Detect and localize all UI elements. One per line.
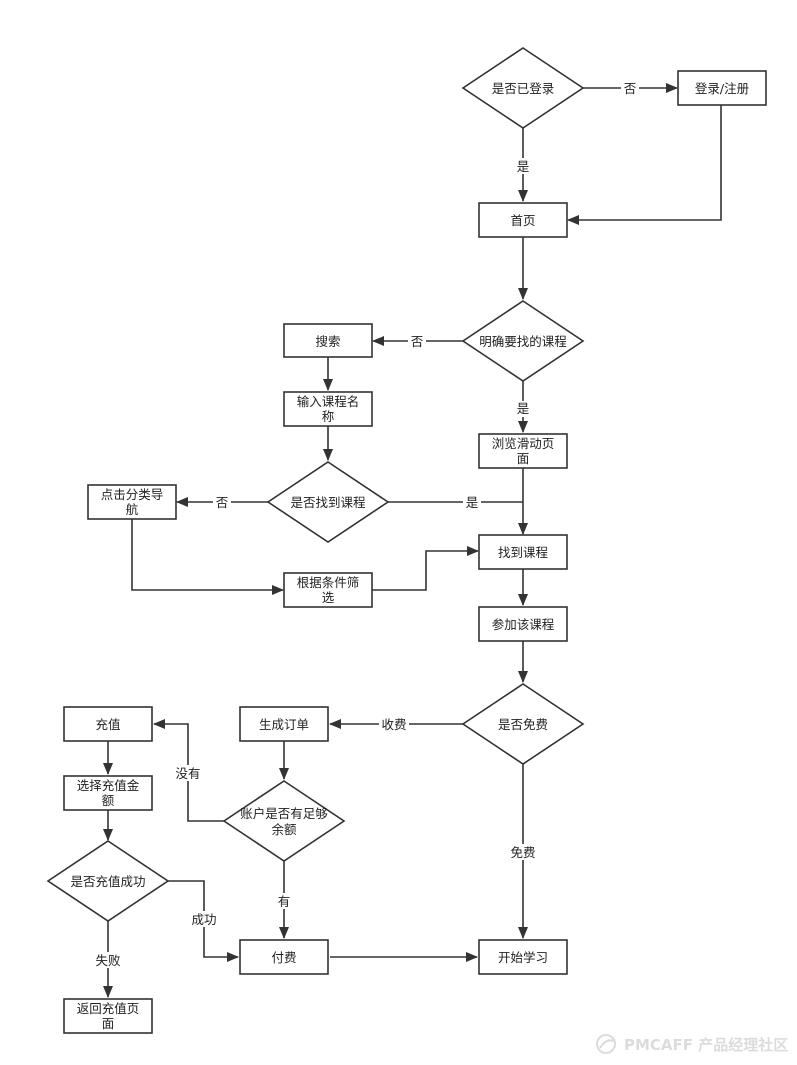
decision-course-known: 明确要找的课程 — [461, 300, 585, 382]
decision-found-label: 是否找到课程 — [290, 495, 366, 510]
edge-label-has-balance: 有 — [278, 894, 291, 909]
decision-free-label: 是否免费 — [498, 717, 548, 732]
process-filter-line2: 选 — [322, 590, 335, 605]
process-browse: 浏览滑动页 面 — [478, 433, 568, 469]
process-create-order-label: 生成订单 — [259, 717, 309, 732]
process-create-order: 生成订单 — [239, 706, 329, 742]
edge-label-yes-home: 是 — [517, 159, 530, 174]
process-back-recharge-line2: 面 — [102, 1016, 115, 1031]
process-pay: 付费 — [239, 939, 329, 975]
decision-balance: 账户是否有足够 余额 — [222, 780, 346, 862]
edge-labels: 否 是 否 是 否 是 收费 免费 没有 有 成功 失败 — [93, 80, 639, 968]
process-search-label: 搜索 — [315, 334, 340, 349]
process-filter: 根据条件筛 选 — [283, 572, 373, 608]
decision-recharge-ok-label: 是否充值成功 — [70, 874, 145, 889]
edge-category-to-filter — [131, 519, 284, 595]
edge-label-free: 免费 — [510, 845, 535, 860]
edge-label-no-balance: 没有 — [175, 766, 200, 781]
watermark-text: PMCAFF 产品经理社区 — [624, 1036, 788, 1054]
edge-filter-to-found-course — [372, 546, 479, 591]
process-search: 搜索 — [283, 323, 373, 358]
process-category-nav: 点击分类导 航 — [87, 484, 177, 520]
watermark-logo-icon — [596, 1034, 616, 1054]
process-category-nav-line2: 航 — [126, 502, 139, 517]
process-login: 登录/注册 — [677, 70, 767, 106]
process-input-name-line2: 称 — [322, 409, 335, 424]
edge-label-recharge-fail: 失败 — [95, 953, 121, 968]
process-input-name-line1: 输入课程名 — [297, 394, 360, 409]
process-recharge-label: 充值 — [95, 717, 120, 732]
edge-label-no-search: 否 — [411, 334, 424, 349]
decision-balance-line1: 账户是否有足够 — [240, 806, 328, 821]
process-browse-line1: 浏览滑动页 — [492, 436, 555, 451]
decision-balance-line2: 余额 — [271, 822, 297, 837]
process-found-course: 找到课程 — [478, 534, 568, 570]
process-input-name: 输入课程名 称 — [283, 391, 373, 427]
process-choose-amount: 选择充值金 额 — [63, 775, 153, 811]
process-filter-line1: 根据条件筛 — [297, 575, 360, 590]
process-browse-line2: 面 — [517, 451, 530, 466]
edge-label-yes-found: 是 — [466, 495, 479, 510]
process-back-recharge: 返回充值页 面 — [63, 998, 153, 1034]
process-found-course-label: 找到课程 — [498, 545, 549, 560]
decision-course-known-label: 明确要找的课程 — [479, 334, 567, 349]
process-pay-label: 付费 — [271, 950, 296, 965]
process-category-nav-line1: 点击分类导 — [101, 487, 164, 502]
edge-label-no-login: 否 — [624, 81, 637, 96]
process-back-recharge-line1: 返回充值页 — [77, 1001, 140, 1016]
decision-logged-in: 是否已登录 — [461, 47, 585, 129]
decision-recharge-ok: 是否充值成功 — [46, 840, 170, 922]
edge-label-recharge-success: 成功 — [191, 912, 216, 927]
watermark: PMCAFF 产品经理社区 — [596, 1034, 788, 1054]
edge-label-no-category: 否 — [216, 495, 229, 510]
edge-label-yes-browse: 是 — [517, 401, 530, 416]
process-choose-amount-line2: 额 — [102, 793, 115, 808]
nodes: 是否已登录 登录/注册 首页 明确要找的课程 搜索 输入课程名 称 — [46, 47, 767, 1034]
process-recharge: 充值 — [63, 706, 153, 742]
process-start-learning-label: 开始学习 — [498, 950, 548, 965]
process-choose-amount-line1: 选择充值金 — [77, 778, 140, 793]
decision-found: 是否找到课程 — [266, 461, 390, 543]
process-start-learning: 开始学习 — [478, 939, 568, 975]
decision-free: 是否免费 — [461, 683, 585, 765]
process-join-course: 参加该课程 — [478, 606, 568, 642]
edge-label-charge: 收费 — [381, 717, 406, 732]
process-home-label: 首页 — [510, 213, 535, 228]
edges — [103, 83, 722, 998]
edge-login-to-home — [567, 105, 722, 225]
decision-logged-in-label: 是否已登录 — [492, 81, 555, 96]
process-home: 首页 — [478, 202, 568, 238]
process-login-label: 登录/注册 — [695, 81, 749, 96]
process-join-course-label: 参加该课程 — [492, 617, 555, 632]
